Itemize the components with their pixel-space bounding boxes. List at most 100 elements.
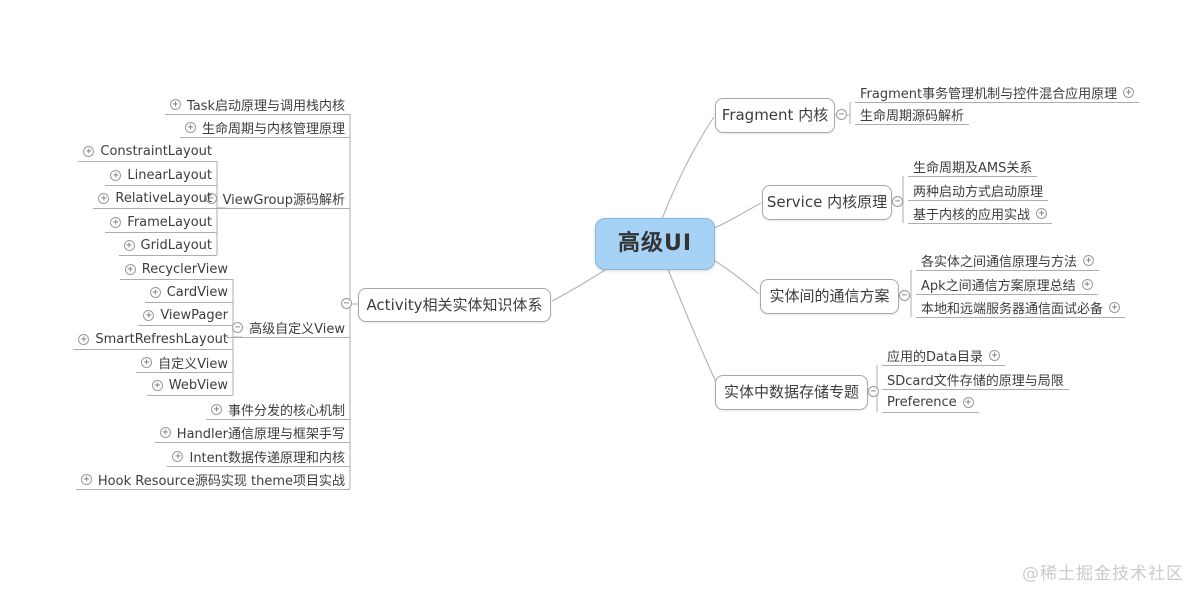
handler-node[interactable]: + Handler通信原理与框架手写 [154, 422, 350, 443]
frag_lifecycle-node[interactable]: 生命周期源码解析 [855, 104, 970, 125]
node-label: 各实体之间通信原理与方法 [921, 254, 1078, 270]
expand-icon[interactable]: + [989, 349, 1001, 361]
webview-node[interactable]: + WebView [146, 375, 233, 396]
service-node[interactable]: Service 内核原理 [762, 185, 892, 220]
node-label: 事件分发的核心机制 [227, 403, 345, 419]
node-label: ViewPager [160, 307, 228, 323]
expand-icon[interactable]: + [172, 450, 184, 462]
event-node[interactable]: + 事件分发的核心机制 [205, 399, 350, 420]
lifecycle_mgmt-node[interactable]: +生命周期与内核管理原理 [179, 117, 350, 138]
hook-node[interactable]: + Hook Resource源码实现 theme项目实战 [75, 469, 350, 490]
expand-icon[interactable]: + [1036, 207, 1048, 219]
frame-node[interactable]: + FrameLayout [105, 212, 217, 233]
collapse-icon[interactable]: − [205, 192, 217, 204]
expand-icon[interactable]: + [1123, 86, 1135, 98]
relative-node[interactable]: + RelativeLayout [93, 188, 217, 209]
node-label: 实体中数据存储专题 [723, 383, 859, 401]
node-label: FrameLayout [127, 214, 212, 230]
expand-icon[interactable]: + [169, 98, 181, 110]
comm_methods-node[interactable]: 各实体之间通信原理与方法 + [916, 250, 1100, 271]
collapse-icon[interactable]: − [899, 290, 910, 301]
intent-node[interactable]: + Intent数据传递原理和内核 [167, 446, 350, 467]
svc_start-node[interactable]: 两种启动方式启动原理 [908, 180, 1049, 201]
expand-icon[interactable]: + [78, 333, 90, 345]
data_dir-node[interactable]: 应用的Data目录 + [882, 345, 1006, 366]
node-label: 两种启动方式启动原理 [913, 184, 1044, 200]
viewpager-node[interactable]: + ViewPager [138, 305, 233, 326]
node-label: CardView [166, 284, 228, 300]
expand-icon[interactable]: + [151, 379, 163, 391]
expand-icon[interactable]: + [123, 239, 135, 251]
task-node[interactable]: + Task启动原理与调用栈内核 [164, 94, 350, 115]
node-label: WebView [168, 377, 228, 393]
node-label: 应用的Data目录 [887, 349, 984, 365]
expand-icon[interactable]: + [184, 121, 196, 133]
node-label: 本地和远端服务器通信面试必备 [921, 301, 1104, 317]
expand-icon[interactable]: + [1081, 278, 1093, 290]
node-label: Handler通信原理与框架手写 [176, 426, 345, 442]
linear-node[interactable]: + LinearLayout [105, 165, 217, 186]
node-label: Apk之间通信方案原理总结 [921, 278, 1076, 294]
collapse-icon[interactable]: − [341, 298, 352, 309]
node-label: Intent数据传递原理和内核 [189, 450, 345, 466]
node-label: Fragment事务管理机制与控件混合应用原理 [860, 86, 1118, 102]
customview-node[interactable]: −高级自定义View [227, 317, 350, 338]
watermark: @稀土掘金技术社区 [1022, 564, 1184, 584]
node-label: Activity相关实体知识体系 [366, 296, 543, 314]
collapse-icon[interactable]: − [892, 196, 903, 207]
expand-icon[interactable]: + [1109, 301, 1121, 313]
frag_tx-node[interactable]: Fragment事务管理机制与控件混合应用原理 + [855, 82, 1140, 103]
expand-icon[interactable]: + [83, 145, 95, 157]
node-label: 高级自定义View [249, 321, 345, 337]
comm-node[interactable]: 实体间的通信方案 [760, 279, 899, 314]
expand-icon[interactable]: + [149, 286, 161, 298]
viewgroup-node[interactable]: −ViewGroup源码解析 [200, 188, 350, 209]
node-label: 自定义View [158, 356, 228, 372]
expand-icon[interactable]: + [159, 426, 171, 438]
root-node-label: 高级UI [617, 231, 693, 256]
grid-node[interactable]: + GridLayout [118, 235, 217, 256]
constraint-node[interactable]: + ConstraintLayout [78, 141, 217, 162]
custom-node[interactable]: + 自定义View [136, 352, 233, 373]
node-label: Hook Resource源码实现 theme项目实战 [97, 473, 345, 489]
expand-icon[interactable]: + [110, 169, 122, 181]
node-label: 基于内核的应用实战 [913, 207, 1031, 223]
comm_apk-node[interactable]: Apk之间通信方案原理总结 + [916, 274, 1098, 295]
node-label: Fragment 内核 [721, 106, 829, 124]
node-label: 生命周期源码解析 [860, 108, 965, 124]
card-node[interactable]: + CardView [144, 282, 233, 303]
node-label: GridLayout [140, 237, 212, 253]
expand-icon[interactable]: + [962, 396, 974, 408]
node-label: 实体间的通信方案 [769, 287, 890, 305]
sdcard-node[interactable]: SDcard文件存储的原理与局限 [882, 369, 1069, 390]
expand-icon[interactable]: + [110, 216, 122, 228]
expand-icon[interactable]: + [98, 192, 110, 204]
node-label: Task启动原理与调用栈内核 [186, 98, 345, 114]
expand-icon[interactable]: + [1083, 254, 1095, 266]
storage-node[interactable]: 实体中数据存储专题 [715, 375, 868, 410]
collapse-icon[interactable]: − [868, 386, 879, 397]
recycler-node[interactable]: + RecyclerView [119, 259, 233, 280]
node-label: RelativeLayout [115, 190, 212, 206]
expand-icon[interactable]: + [210, 403, 222, 415]
comm_remote-node[interactable]: 本地和远端服务器通信面试必备 + [916, 297, 1126, 318]
collapse-icon[interactable]: − [232, 321, 244, 333]
svc_ams-node[interactable]: 生命周期及AMS关系 [908, 156, 1038, 177]
node-label: LinearLayout [127, 167, 212, 183]
node-label: SDcard文件存储的原理与局限 [887, 373, 1064, 389]
root-node[interactable]: 高级UI [595, 218, 715, 270]
collapse-icon[interactable]: − [836, 109, 847, 120]
activity-node[interactable]: Activity相关实体知识体系 [358, 288, 551, 322]
svc_app-node[interactable]: 基于内核的应用实战 + [908, 203, 1053, 224]
node-label: ConstraintLayout [100, 143, 212, 159]
expand-icon[interactable]: + [80, 473, 92, 485]
smartrefresh-node[interactable]: +SmartRefreshLayout [73, 329, 233, 350]
expand-icon[interactable]: + [124, 263, 136, 275]
fragment-node[interactable]: Fragment 内核 [715, 98, 835, 133]
node-label: RecyclerView [141, 261, 228, 277]
expand-icon[interactable]: + [141, 356, 153, 368]
node-label: Service 内核原理 [766, 193, 888, 211]
expand-icon[interactable]: + [143, 309, 155, 321]
preference-node[interactable]: Preference+ [882, 392, 979, 413]
